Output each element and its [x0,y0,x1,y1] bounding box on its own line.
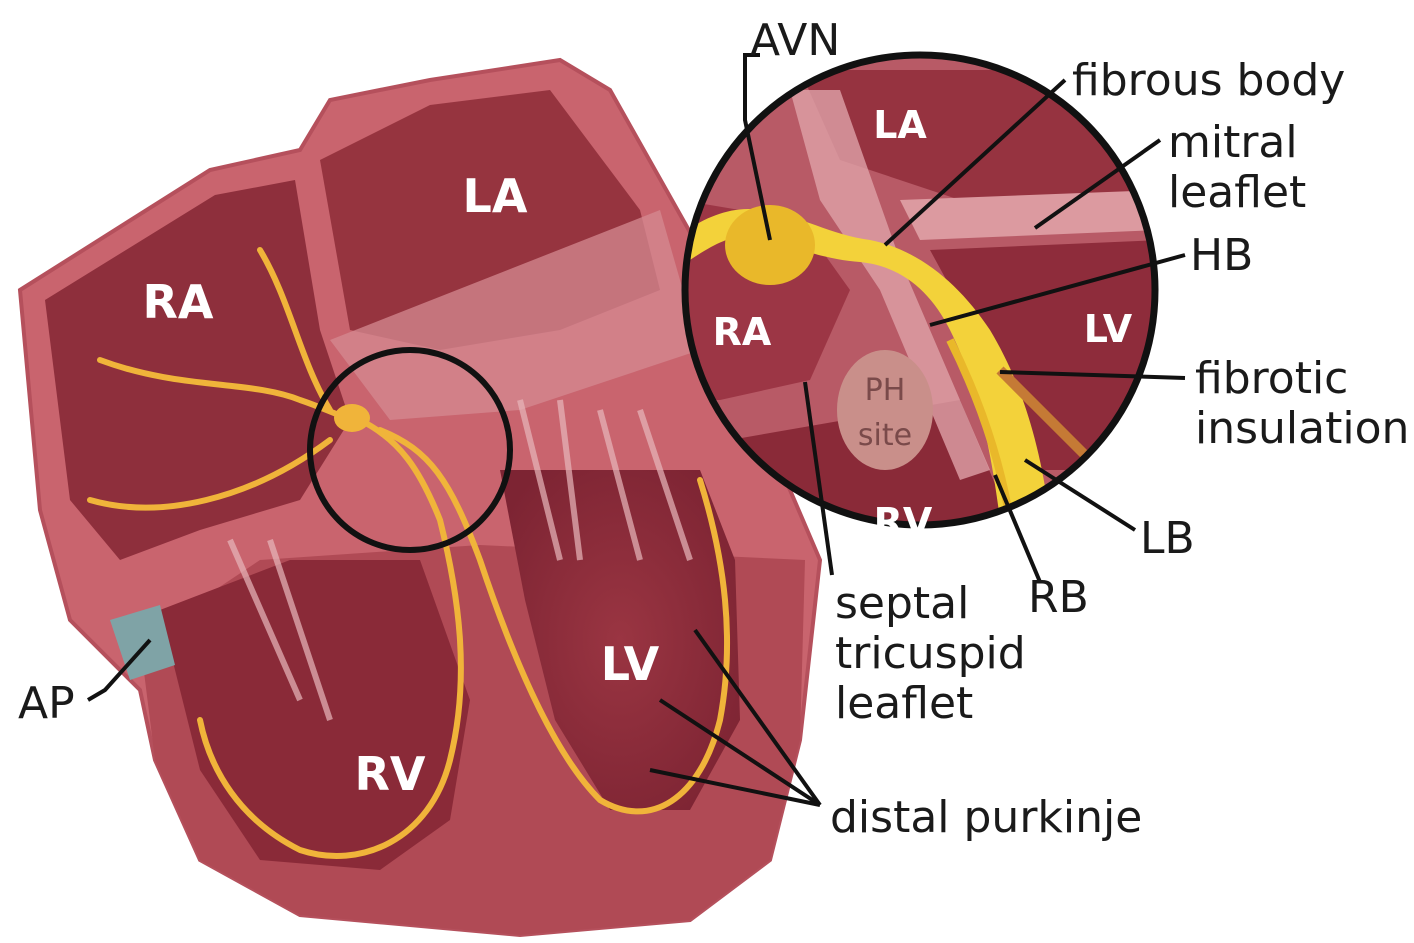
inset-label-ph-2: site [858,418,912,453]
callout-mitral-2: leaflet [1168,167,1306,218]
callout-distal-purkinje: distal purkinje [830,792,1142,843]
callout-rb: RB [1028,572,1089,623]
label-lv: LV [601,637,660,691]
callout-hb: HB [1190,230,1253,281]
callout-septal-3: leaflet [835,678,973,729]
inset-label-lv: LV [1084,307,1133,351]
label-rv: RV [354,747,425,801]
heart-cross-section [20,60,820,935]
callout-fibrous-body: fibrous body [1072,55,1345,106]
inset-label-ra: RA [713,310,772,354]
callout-septal-2: tricuspid [835,628,1026,679]
callout-septal-1: septal [835,578,969,629]
callout-fibrotic-2: insulation [1195,403,1409,454]
av-node-main [334,404,370,432]
label-la: LA [463,169,528,223]
callout-ap: AP [18,678,75,729]
label-ra: RA [142,275,213,329]
inset-label-ph-1: PH [865,373,906,408]
callout-lb: LB [1140,513,1195,564]
callout-fibrotic-1: fibrotic [1195,353,1348,404]
inset-label-la: LA [873,103,927,147]
callout-mitral-1: mitral [1168,117,1298,168]
inset-label-rv: RV [874,500,933,544]
callout-avn: AVN [750,15,840,66]
